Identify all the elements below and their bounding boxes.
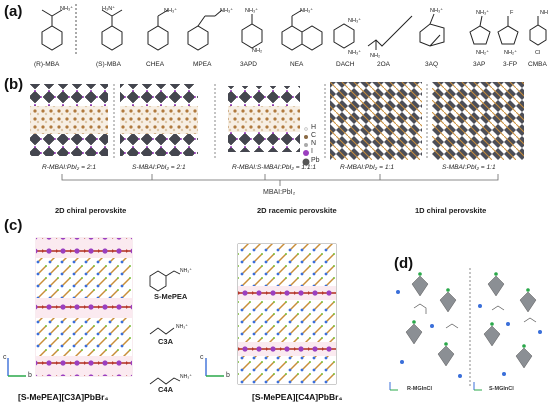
svg-text:NH₂⁺: NH₂⁺ — [504, 49, 517, 56]
svg-text:NH₂⁺: NH₂⁺ — [476, 49, 489, 56]
molecule-name-s-mba: (S)-MBA — [96, 61, 121, 68]
formula-left: [S-MePEA][C3A]PbBr₄ — [18, 392, 109, 402]
molecule-name-3fp: 3-FP — [503, 61, 518, 68]
axis-b-left: b — [28, 372, 32, 379]
legend-c: C — [311, 132, 317, 139]
svg-text:NH₂: NH₂ — [370, 53, 380, 58]
svg-text:NH₃⁺: NH₃⁺ — [300, 7, 313, 14]
svg-text:NH₂: NH₂ — [252, 48, 262, 54]
svg-text:NH₃⁺: NH₃⁺ — [164, 7, 177, 14]
molecule-name-3apd: 3APD — [240, 61, 257, 68]
svg-text:NH₃⁺: NH₃⁺ — [180, 374, 192, 380]
crystal-structures-b — [30, 82, 524, 166]
legend-i: I — [311, 148, 313, 155]
molecule-name-chea: CHEA — [146, 61, 165, 68]
svg-text:NH₃⁺: NH₃⁺ — [60, 5, 73, 12]
molecule-name-3aq: 3AQ — [425, 61, 439, 68]
svg-text:NH₃⁺: NH₃⁺ — [430, 7, 443, 14]
structure-r-2-1 — [30, 84, 108, 156]
structure-label-1: R-MBAI:PbI₂ = 2:1 — [42, 164, 97, 171]
svg-text:NH₃⁺: NH₃⁺ — [540, 9, 548, 16]
molecule-name-2oa: 2OA — [377, 61, 391, 68]
svg-text:NH₃⁺: NH₃⁺ — [348, 49, 361, 56]
structure-label-3: R-MBAI:S-MBAI:PbI₂ = 1:1:1 — [232, 164, 317, 171]
structure-s-1-1 — [432, 82, 524, 160]
axis-c-left: c — [3, 354, 7, 361]
structure-r-1-1 — [330, 82, 422, 160]
svg-text:NH₃⁺: NH₃⁺ — [476, 9, 489, 16]
molecule-name-r-mba: (R)-MBA — [34, 61, 60, 68]
axis-b-right: b — [226, 372, 230, 379]
mgincl-r-label: R-MGInCl — [407, 386, 433, 392]
cation-c3a: C3A — [158, 337, 174, 346]
panel-c-label: (c) — [4, 217, 23, 234]
legend-n: N — [311, 140, 317, 147]
bracket-label: MBAI:PbI₂ — [263, 189, 296, 196]
formula-right: [S-MePEA][C4A]PbBr₄ — [252, 392, 343, 402]
molecule-structures: NH₃⁺ H₃N⁺ NH₃⁺ NH₃⁺ NH₃⁺ NH₂ NH₃⁺ NH₃⁺ N… — [41, 4, 548, 58]
molecule-name-nea: NEA — [290, 61, 304, 68]
legend-h: H — [311, 124, 317, 131]
bracket — [61, 174, 499, 186]
mgincl-s-label: S-MGInCl — [489, 386, 514, 392]
panel-d-label: (d) — [394, 255, 414, 272]
svg-text:F: F — [510, 10, 514, 16]
panel-b-label: (b) — [4, 76, 24, 93]
svg-text:NH₃⁺: NH₃⁺ — [180, 268, 192, 274]
svg-text:NH₃⁺: NH₃⁺ — [220, 7, 233, 14]
cation-s-mepea: S-MePEA — [154, 292, 188, 301]
molecule-name-3ap: 3AP — [473, 61, 486, 68]
panel-a-label: (a) — [4, 3, 23, 20]
cation-c4a: C4A — [158, 385, 174, 394]
structure-s-2-1 — [120, 84, 198, 156]
crystal-structures-d — [389, 268, 542, 391]
svg-text:NH₃⁺: NH₃⁺ — [348, 17, 361, 24]
title-2d-chiral: 2D chiral perovskite — [55, 206, 127, 215]
atom-legend — [302, 127, 310, 166]
molecule-name-cmba: CMBA — [528, 61, 547, 68]
molecule-name-dach: DACH — [336, 61, 355, 68]
structure-rs-1-1-1 — [228, 86, 300, 152]
svg-text:H₃N⁺: H₃N⁺ — [102, 5, 115, 12]
svg-text:Cl: Cl — [535, 50, 540, 56]
molecule-name-mpea: MPEA — [193, 61, 212, 68]
structure-label-2: S-MBAI:PbI₂ = 2:1 — [132, 164, 186, 171]
crystal-structures-c: NH₃⁺ NH₃⁺ NH₃⁺ — [7, 237, 337, 385]
structure-label-4: R-MBAI:PbI₂ = 1:1 — [340, 164, 395, 171]
axis-c-right: c — [200, 354, 204, 361]
title-2d-racemic: 2D racemic perovskite — [257, 206, 337, 215]
legend-pb: Pb — [311, 157, 320, 164]
title-1d-chiral: 1D chiral perovskite — [415, 206, 487, 215]
svg-text:NH₃⁺: NH₃⁺ — [245, 7, 258, 14]
structure-label-5: S-MBAI:PbI₂ = 1:1 — [442, 164, 496, 171]
svg-text:NH₃⁺: NH₃⁺ — [176, 324, 188, 330]
